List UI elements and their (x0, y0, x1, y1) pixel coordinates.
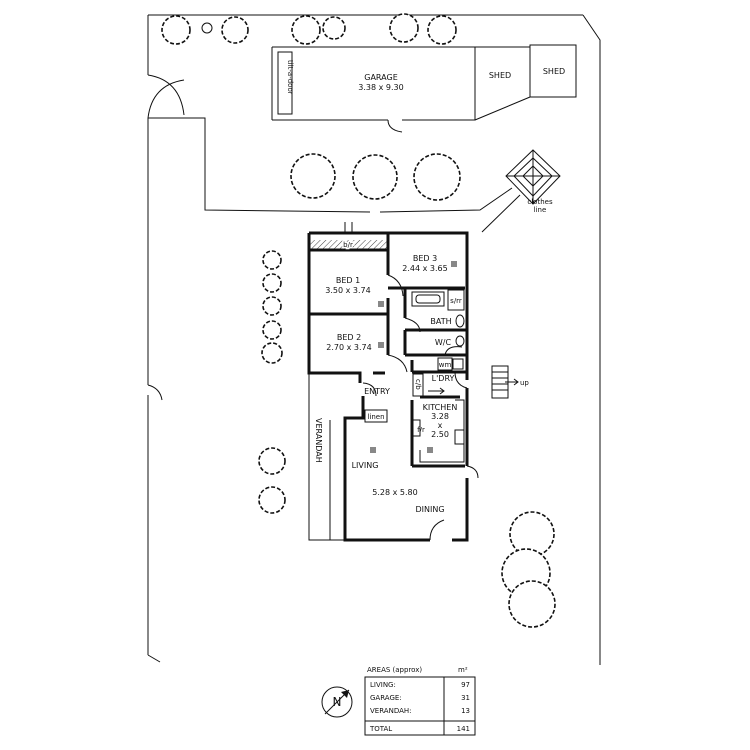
clothes-line: clothes line (505, 149, 561, 214)
north-arrow: N (321, 686, 353, 718)
areas-unit: m² (458, 666, 468, 674)
steps-up-label: up (520, 379, 529, 387)
verandah-label: VERANDAH (314, 418, 323, 463)
living-size: 5.28 x 5.80 (372, 488, 417, 497)
kitchen-width: 3.28 (431, 412, 449, 421)
area-row-label-living: LIVING: (370, 681, 396, 689)
cupboard-label: c/b (414, 379, 422, 390)
trees-top (161, 13, 457, 45)
bed1-label: BED 1 (336, 276, 360, 285)
bed3-label: BED 3 (413, 254, 437, 263)
room-labels: BED 1 3.50 x 3.74 BED 2 2.70 x 3.74 BED … (325, 254, 457, 514)
clothes-line-label-1: clothes (527, 198, 553, 206)
shed-label-right: SHED (543, 67, 565, 76)
garage: tilt-a-door GARAGE 3.38 x 9.30 (271, 46, 476, 133)
bed2-size: 2.70 x 3.74 (326, 343, 371, 352)
shed-left: SHED (474, 46, 531, 121)
living-label: LIVING (352, 461, 379, 470)
area-row-label-verandah: VERANDAH: (370, 707, 412, 715)
doors (344, 222, 479, 541)
shower-label: s/rr (450, 297, 462, 305)
garage-size: 3.38 x 9.30 (358, 83, 403, 92)
wm-label: wm (439, 361, 452, 369)
clothes-line-label-2: line (534, 206, 547, 214)
area-row-value-living: 97 (461, 681, 470, 689)
laundry-label: L'DRY (432, 374, 455, 383)
verandah: VERANDAH (308, 373, 345, 541)
fixtures: b/r s/rr BATH W/C wm c/b L'DRY f/r linen (310, 240, 465, 463)
bed3-size: 2.44 x 3.65 (402, 264, 447, 273)
trees-middle (290, 153, 461, 201)
kitchen-x: x (438, 421, 443, 430)
tilt-door-label: tilt-a-door (286, 60, 294, 95)
wc-label: W/C (435, 338, 452, 347)
north-label: N (333, 695, 342, 709)
entry-label: ENTRY (364, 387, 390, 396)
dining-label: DINING (415, 505, 444, 514)
house-walls (307, 231, 469, 542)
kitchen-label: KITCHEN (423, 403, 458, 412)
areas-table: AREAS (approx) m² LIVING: 97 GARAGE: 31 … (364, 666, 476, 736)
areas-title: AREAS (approx) (367, 666, 422, 674)
bed1-size: 3.50 x 3.74 (325, 286, 370, 295)
linen-label: linen (367, 413, 384, 421)
side-gate (147, 74, 185, 119)
robe-label: b/r (343, 241, 353, 249)
bath-label: BATH (430, 317, 451, 326)
fridge-label: f/r (417, 426, 425, 434)
area-row-value-verandah: 13 (461, 707, 470, 715)
trees-right (501, 511, 556, 628)
garage-label: GARAGE (364, 73, 398, 82)
site-boundary (147, 14, 601, 665)
kitchen-depth: 2.50 (431, 430, 449, 439)
shed-label-left: SHED (489, 71, 511, 80)
area-total-label: TOTAL (369, 725, 392, 733)
shed-right: SHED (529, 44, 577, 98)
area-row-label-garage: GARAGE: (370, 694, 402, 702)
area-row-value-garage: 31 (461, 694, 470, 702)
back-steps (491, 365, 519, 399)
trees-left (258, 250, 286, 514)
area-total-value: 141 (457, 725, 470, 733)
bed2-label: BED 2 (337, 333, 361, 342)
